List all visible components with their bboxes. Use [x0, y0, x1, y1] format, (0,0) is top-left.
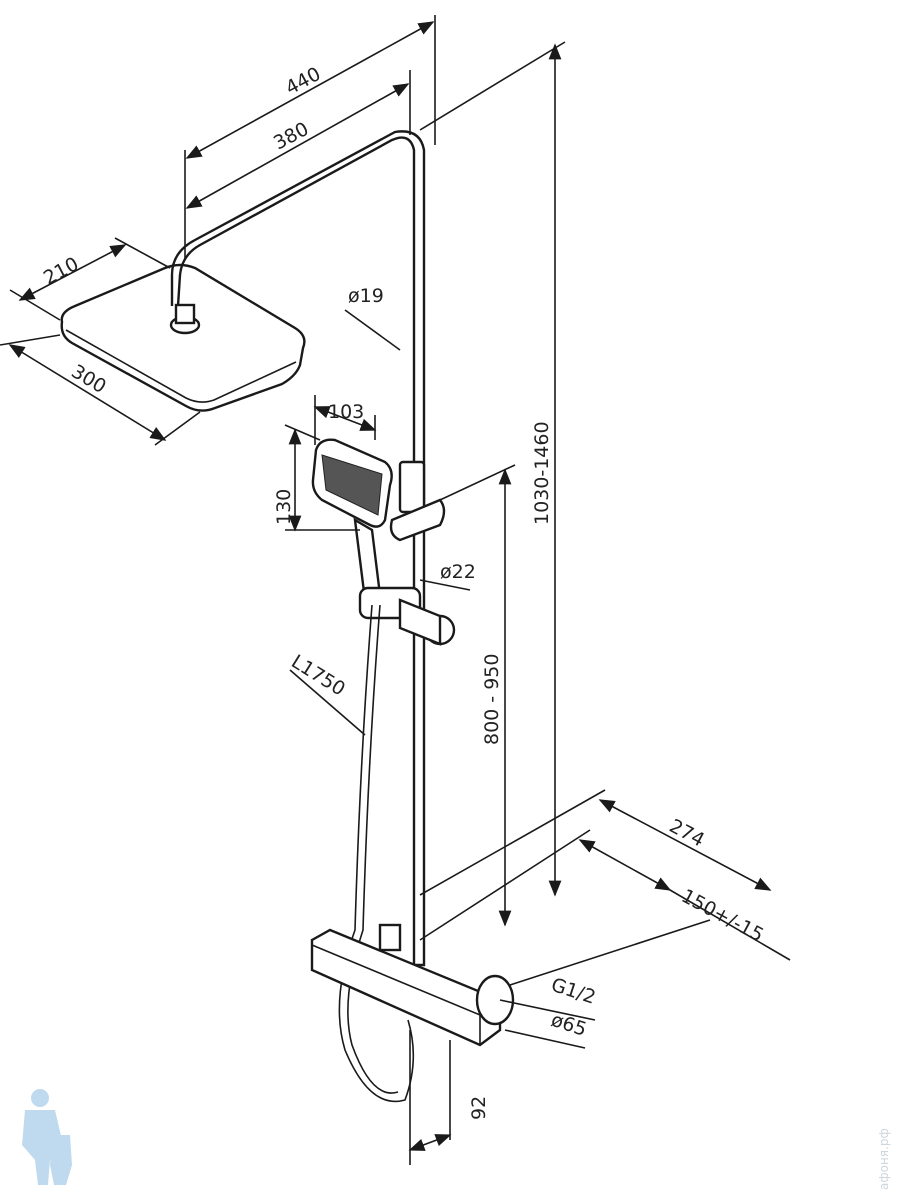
dim-pipe-diameter: ø19 — [348, 285, 384, 307]
shower-head — [60, 263, 306, 412]
hose-inner — [347, 604, 399, 1094]
dim-thread: G1/2 — [548, 974, 598, 1009]
dim-flange-diameter: ø65 — [548, 1009, 589, 1041]
thermostat-mixer — [310, 923, 515, 1047]
dim-130: 130 — [273, 489, 295, 525]
dim-connection-spacing: 150+/-15 — [678, 885, 767, 947]
dim-total-height: 1030-1460 — [531, 421, 553, 525]
lower-slider — [358, 586, 456, 646]
dim-103: 103 — [328, 401, 364, 423]
hose — [338, 604, 415, 1103]
dim-92: 92 — [468, 1096, 490, 1120]
watermark: афоня.рф — [877, 1128, 891, 1190]
dim-holder-height: 800 - 950 — [481, 654, 503, 745]
plumber-logo — [22, 1089, 72, 1185]
dim-slider-diameter: ø22 — [440, 561, 476, 583]
upper-slider — [389, 460, 446, 542]
dimension-lines — [0, 15, 791, 1165]
hand-shower — [311, 438, 393, 602]
shower-pole — [170, 130, 426, 967]
dim-210: 210 — [40, 253, 82, 289]
